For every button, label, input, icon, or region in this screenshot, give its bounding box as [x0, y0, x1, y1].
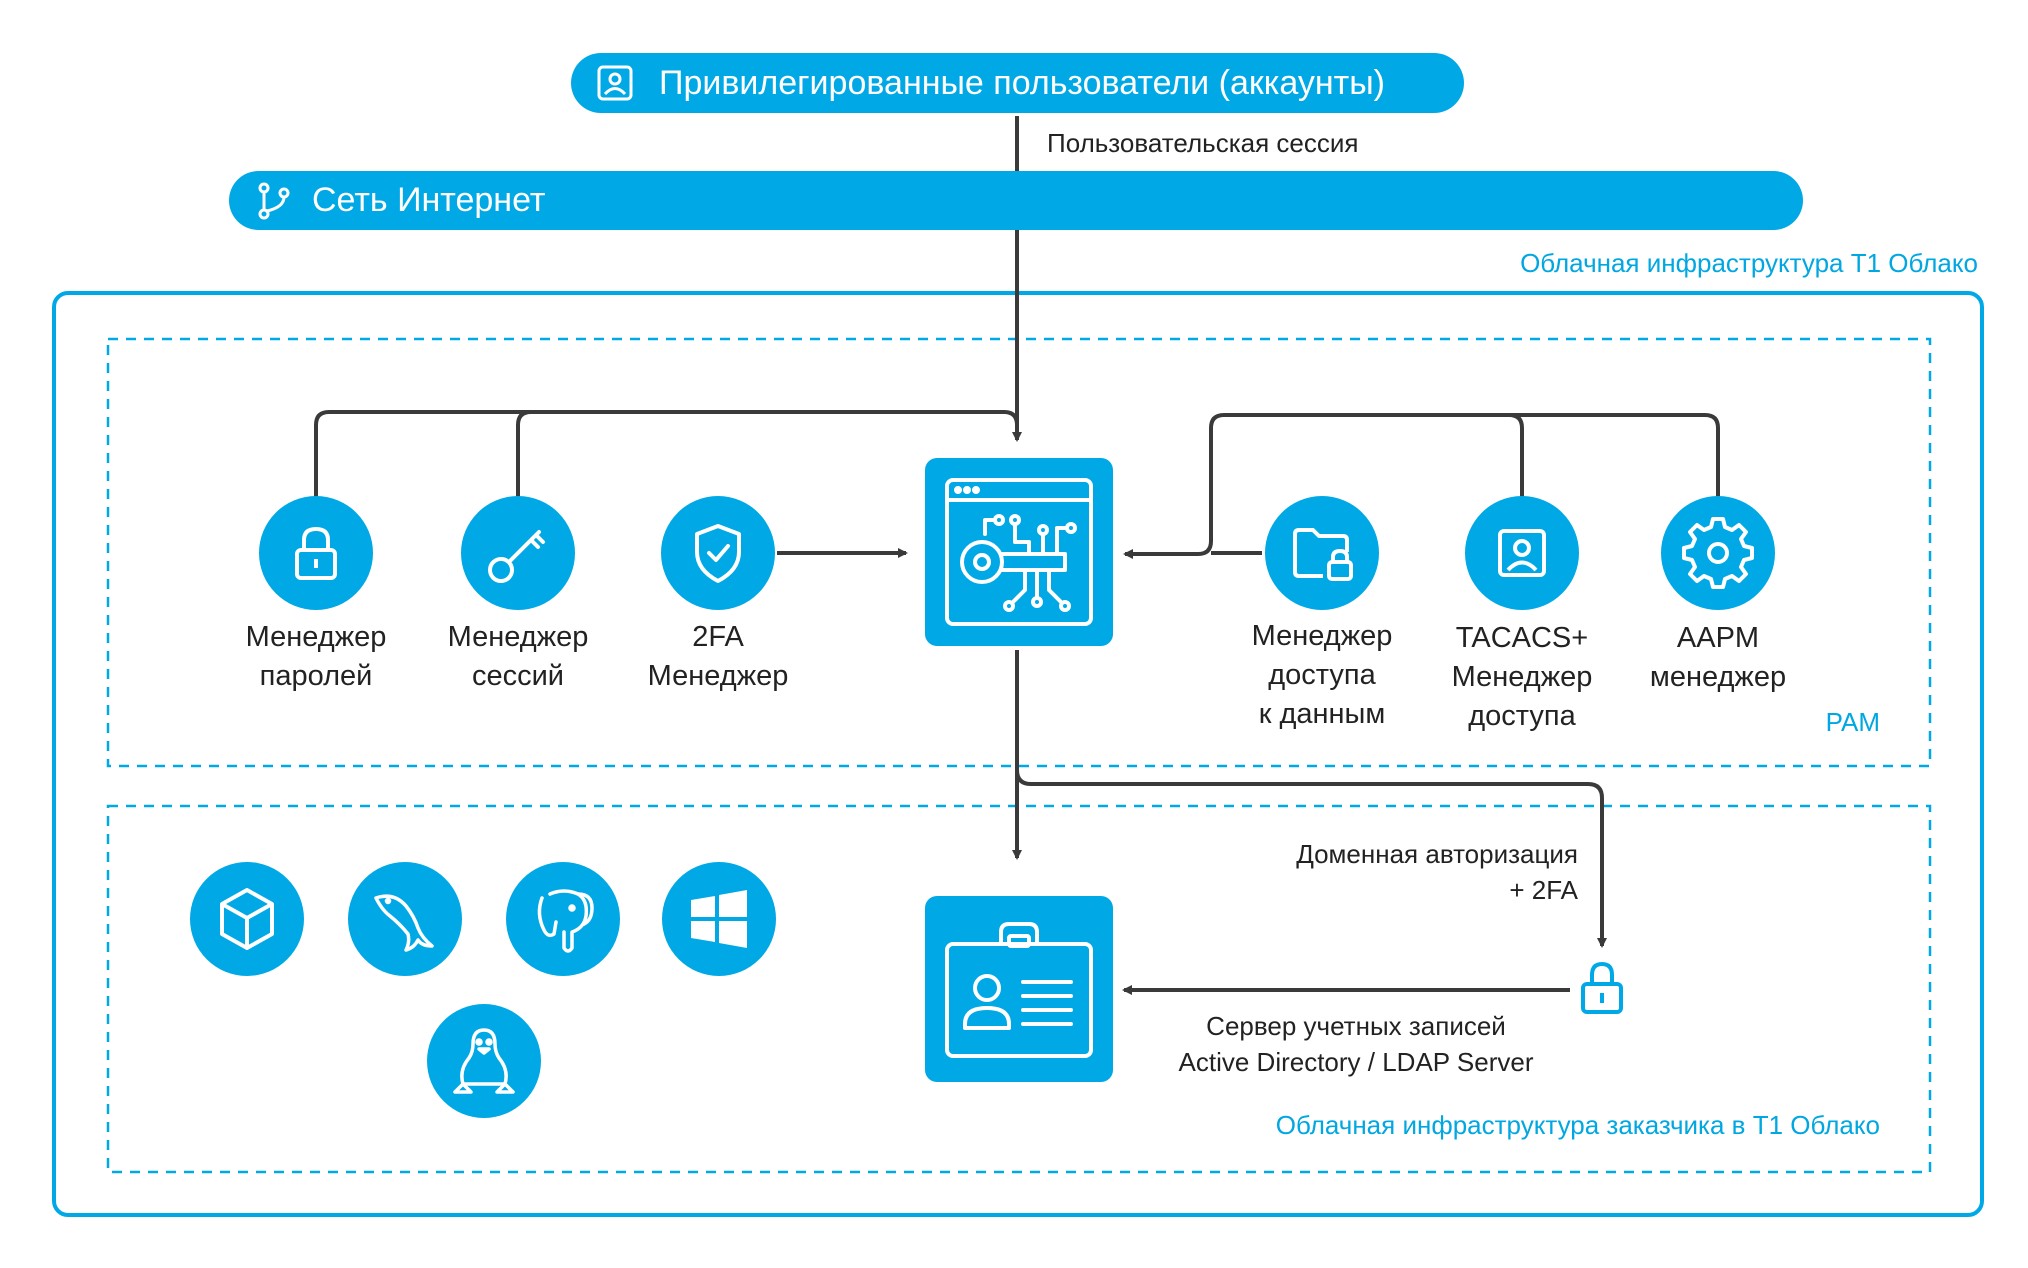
- user-badge-icon: [597, 65, 633, 101]
- key-icon: [488, 530, 545, 583]
- id-card-icon: [945, 922, 1093, 1058]
- data-access-manager-label: Менеджер доступа к данным: [1251, 620, 1393, 730]
- tacacs-manager-label: TACACS+ Менеджер доступа: [1451, 622, 1593, 732]
- target-linux-circle: [427, 1004, 541, 1118]
- cube-icon: [220, 888, 274, 950]
- target-cube-circle: [190, 862, 304, 976]
- session-manager-circle: [461, 496, 575, 610]
- customer-infra-container: [106, 804, 1932, 1174]
- domain-auth-arrow: [1015, 769, 1607, 948]
- right-bus-drop: [1508, 413, 1524, 500]
- user-badge-icon: [1498, 529, 1546, 577]
- domain-auth-label: Доменная авторизация + 2FA: [1296, 839, 1578, 905]
- pam-label: PAM: [1825, 707, 1880, 737]
- data-access-manager-circle: [1265, 496, 1379, 610]
- key-circuit-icon: [945, 478, 1093, 626]
- ad-server-label: Сервер учетных записей Active Directory …: [1178, 1011, 1534, 1077]
- password-manager-circle: [259, 496, 373, 610]
- mysql-dolphin-icon: [374, 894, 434, 952]
- git-branch-icon: [258, 182, 290, 220]
- cloud-infra-label: Облачная инфраструктура Т1 Облако: [1520, 248, 1978, 278]
- target-windows-circle: [662, 862, 776, 976]
- internet-label: Сеть Интернет: [312, 181, 546, 219]
- pam-core-box: [925, 458, 1113, 646]
- lock-icon: [295, 526, 337, 580]
- aapm-manager-label: AAPM менеджер: [1649, 622, 1787, 693]
- left-bus-drop: [516, 410, 532, 500]
- target-mysql-circle: [348, 862, 462, 976]
- right-bus-line: [1123, 413, 1720, 559]
- session-label: Пользовательская сессия: [1047, 128, 1359, 158]
- shield-check-icon: [695, 524, 741, 583]
- privileged-users-label: Привилегированные пользователи (аккаунты…: [659, 64, 1385, 102]
- left-bus-line: [314, 410, 1019, 500]
- target-postgres-circle: [506, 862, 620, 976]
- privileged-users-pill: Привилегированные пользователи (аккаунты…: [571, 53, 1464, 113]
- folder-lock-icon: [1293, 528, 1353, 581]
- tacacs-manager-circle: [1465, 496, 1579, 610]
- twofa-manager-label: 2FA Менеджер: [647, 621, 789, 692]
- customer-infra-label: Облачная инфраструктура заказчика в Т1 О…: [1275, 1110, 1880, 1140]
- postgresql-elephant-icon: [537, 889, 594, 953]
- password-manager-label: Менеджер паролей: [245, 621, 387, 692]
- gear-icon: [1682, 517, 1754, 589]
- ldap-lock-icon: [1581, 962, 1623, 1014]
- twofa-manager-circle: [661, 496, 775, 610]
- linux-tux-icon: [453, 1028, 515, 1094]
- session-manager-label: Менеджер сессий: [447, 621, 589, 692]
- aapm-manager-circle: [1661, 496, 1775, 610]
- windows-icon: [691, 890, 747, 948]
- ad-server-box: [925, 896, 1113, 1082]
- internet-pill: Сеть Интернет: [229, 171, 1803, 230]
